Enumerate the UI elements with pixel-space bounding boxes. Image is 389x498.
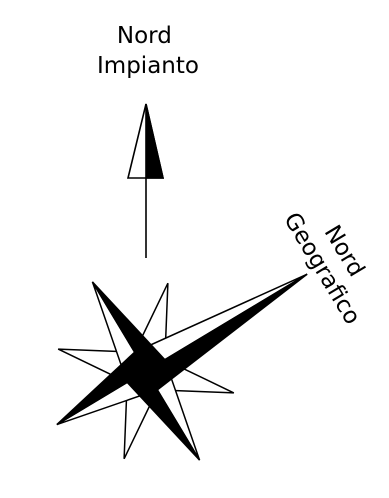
plant-north-label-line1: Nord — [117, 23, 172, 49]
plant-north-label-line2: Impianto — [97, 53, 199, 79]
plant-north-label: Nord Impianto — [97, 23, 199, 79]
plant-north-arrow — [128, 104, 163, 258]
geographic-north-label: Nord Geografico — [278, 194, 389, 329]
rose-point-north-right — [146, 274, 318, 390]
plant-north-arrow-head-fill — [146, 104, 163, 178]
